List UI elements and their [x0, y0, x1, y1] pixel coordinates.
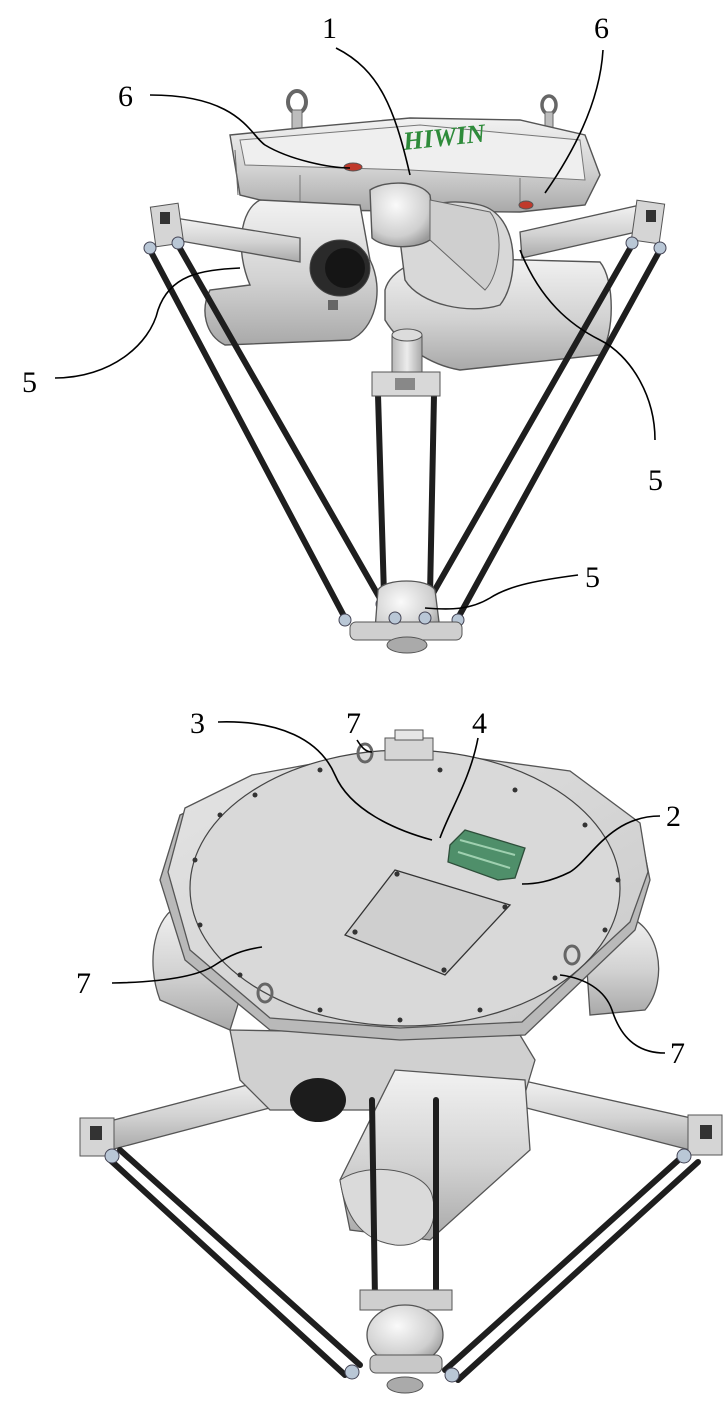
lifting-eye	[356, 742, 374, 764]
upper-arm-left	[149, 202, 301, 263]
parallel-rods	[105, 1097, 701, 1383]
leader-line	[559, 974, 666, 1054]
callout-number: 3	[190, 707, 205, 740]
callout-number: 4	[472, 707, 487, 740]
upper-rod-bracket	[371, 371, 441, 397]
lifting-eye	[286, 89, 308, 133]
lifting-eye	[563, 944, 581, 966]
access-cover	[343, 869, 512, 976]
center-shaft	[391, 328, 423, 376]
leader-line	[54, 267, 241, 379]
callout-number: 7	[670, 1037, 685, 1070]
leader-line	[335, 47, 411, 176]
center-joint-cap	[369, 182, 500, 291]
circuit-board	[447, 829, 526, 881]
callout-number: 5	[22, 366, 37, 399]
callout-number: 6	[594, 12, 609, 45]
callout-number: 5	[585, 561, 600, 594]
callout-number: 1	[322, 12, 337, 45]
motor-housing-left	[204, 199, 378, 346]
ball-joints	[104, 1148, 692, 1383]
leader-line	[519, 249, 656, 441]
leader-line	[111, 946, 263, 984]
callout-number: 6	[118, 80, 133, 113]
indicator-lamp	[518, 200, 534, 210]
leader-line	[149, 94, 351, 169]
plate-bolts	[192, 767, 621, 1023]
delta-robot-front-view: HIWIN	[22, 12, 667, 654]
parallel-rods	[147, 242, 663, 621]
lifting-eye	[256, 982, 274, 1004]
leader-line	[356, 739, 373, 753]
callout-number: 7	[346, 707, 361, 740]
top-connector	[384, 729, 434, 761]
indicator-lamp	[343, 162, 363, 172]
leader-line	[544, 49, 604, 194]
upper-arm-right	[514, 1079, 723, 1156]
leader-line	[521, 815, 661, 885]
leader-line	[424, 574, 579, 610]
upper-arm-right	[519, 199, 666, 259]
delta-robot-top-view: 3 7 4 2 7 7	[76, 707, 723, 1394]
end-effector	[359, 1289, 453, 1394]
leader-line	[439, 737, 479, 839]
callout-number: 2	[666, 800, 681, 833]
callout-number: 7	[76, 967, 91, 1000]
callout-number: 5	[648, 464, 663, 497]
end-effector	[349, 580, 463, 654]
leader-line	[217, 721, 433, 841]
